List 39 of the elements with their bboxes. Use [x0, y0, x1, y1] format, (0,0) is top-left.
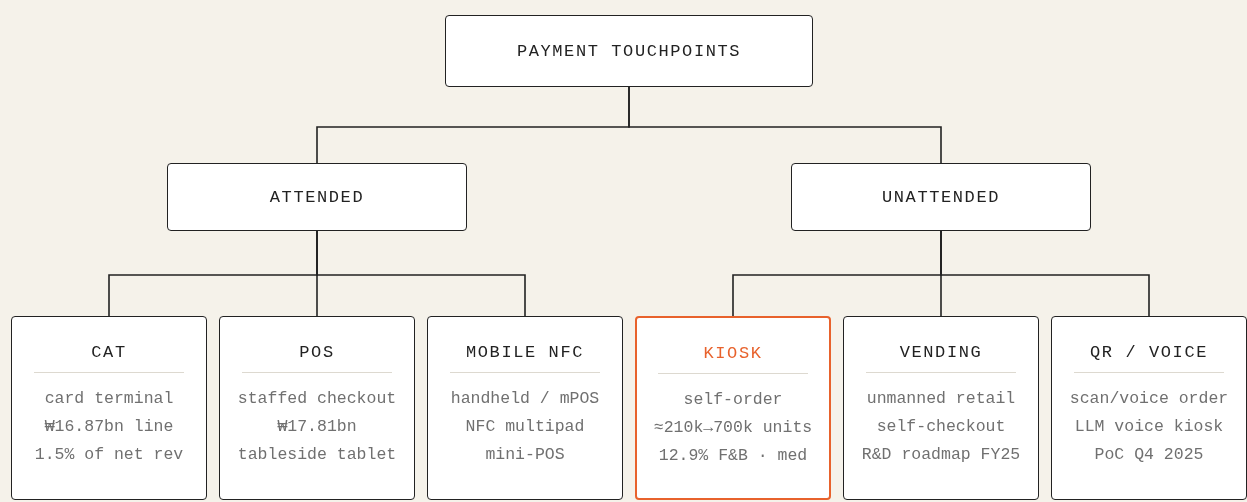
detail-text: ₩17.81bn [277, 416, 357, 438]
detail-text: ₩16.87bn line [44, 416, 174, 438]
category-title: PAYMENT TOUCHPOINTS [516, 41, 742, 61]
connector-line [940, 230, 1150, 317]
detail-text: mini-POS [485, 444, 565, 466]
category-title: ATTENDED [269, 187, 365, 207]
category-title: CAT [91, 343, 127, 362]
connector-line [628, 86, 942, 164]
detail-text: NFC multipad [465, 416, 585, 438]
connector-line [316, 230, 526, 317]
category-box [167, 163, 467, 231]
detail-text: self-order [683, 389, 783, 411]
category-card [11, 316, 207, 500]
category-card [1051, 316, 1247, 500]
category-title: UNATTENDED [882, 187, 1000, 207]
detail-text: scan/voice order [1069, 388, 1229, 410]
detail-text: staffed checkout [237, 388, 397, 410]
detail-text: 12.9% F&B · med [658, 445, 808, 467]
category-box [791, 163, 1091, 231]
detail-text: unmanned retail [866, 388, 1016, 410]
category-card [635, 316, 831, 500]
detail-text: PoC Q4 2025 [1094, 444, 1204, 466]
category-card [427, 316, 623, 500]
category-box [445, 15, 813, 87]
category-title: VENDING [899, 343, 983, 362]
category-card [219, 316, 415, 500]
detail-text: self-checkout [876, 416, 1006, 438]
detail-text: R&D roadmap FY25 [861, 444, 1021, 466]
detail-text: handheld / mPOS [450, 388, 600, 410]
detail-text: card terminal [44, 388, 174, 410]
category-title: MOBILE NFC [466, 343, 584, 362]
detail-text: ≈210k→700k units [653, 417, 813, 439]
category-title: QR / VOICE [1090, 343, 1208, 362]
detail-text: LLM voice kiosk [1074, 416, 1224, 438]
category-card [843, 316, 1039, 500]
detail-text: 1.5% of net rev [34, 444, 184, 466]
category-title: KIOSK [703, 344, 763, 363]
detail-text: tableside tablet [237, 444, 397, 466]
category-title: POS [299, 343, 335, 362]
